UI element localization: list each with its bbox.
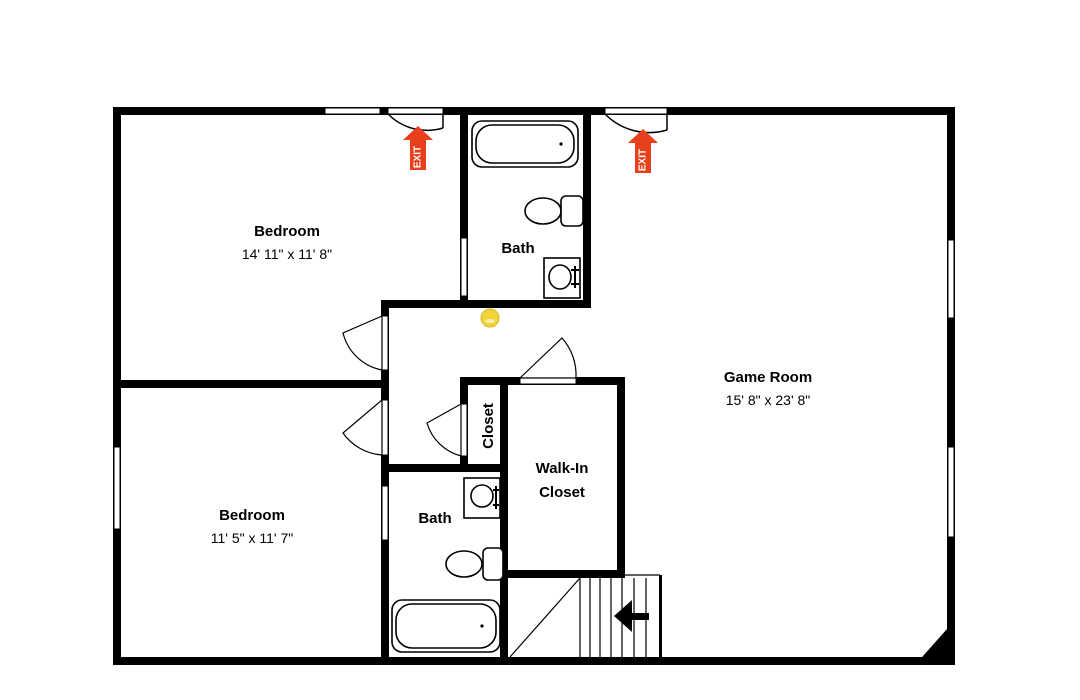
windows (113, 107, 955, 538)
bedroom1-dims: 14' 11" x 11' 8" (242, 246, 332, 262)
exit-sign-1: EXIT (403, 126, 433, 170)
game-room-name: Game Room (724, 369, 812, 386)
exit-arrow-icon (628, 129, 658, 173)
bedroom1-name: Bedroom (254, 223, 320, 240)
game-room-dims: 15' 8" x 23' 8" (726, 392, 811, 408)
exit-sign-2: EXIT (628, 129, 658, 173)
exit-arrow-icon (403, 126, 433, 170)
stairs (509, 574, 660, 658)
closet-name: Closet (480, 403, 497, 449)
bath2-fixtures (391, 477, 504, 653)
bath1-name: Bath (501, 240, 534, 257)
sink-icon (543, 257, 581, 299)
walk-in-closet-name-line1: Walk-In (536, 460, 589, 477)
stair-direction-arrow-icon (614, 600, 649, 632)
walk-in-closet-name-line2: Closet (539, 484, 585, 501)
toilet-icon (524, 195, 584, 227)
exit-label: EXIT (413, 146, 424, 168)
exit-label: EXIT (638, 149, 649, 171)
bath2-name: Bath (418, 510, 451, 527)
doors (342, 107, 668, 541)
toilet-icon (445, 547, 504, 581)
bedroom2-name: Bedroom (219, 507, 285, 524)
sink-icon (463, 477, 501, 519)
bath1-fixtures (471, 120, 584, 299)
marker-dot-icon (480, 308, 500, 328)
bedroom2-dims: 11' 5" x 11' 7" (211, 530, 294, 546)
